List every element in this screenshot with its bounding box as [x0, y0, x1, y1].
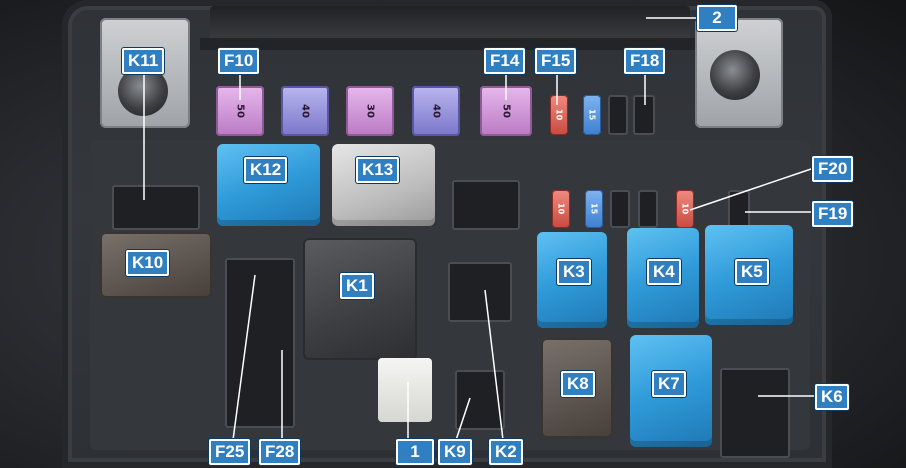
callout-f18: F18	[624, 48, 666, 74]
fuse-f15: 10	[550, 95, 568, 135]
leader-k9	[455, 397, 471, 441]
callout-k2: K2	[489, 439, 523, 465]
fuse-f11: 40	[281, 86, 329, 136]
fuse-f16-rating: 15	[587, 109, 597, 121]
callout-k7: K7	[652, 371, 686, 397]
fuse-slot-row2-c	[610, 190, 630, 228]
relay-socket-k2	[448, 262, 512, 322]
fuse-f10-rating: 50	[234, 104, 246, 118]
callout-f28: F28	[259, 439, 301, 465]
fuse-f14-rating: 50	[500, 104, 512, 118]
callout-f14: F14	[484, 48, 526, 74]
callout-k11: K11	[122, 48, 165, 74]
callout-f19: F19	[812, 201, 854, 227]
callout-k1: K1	[340, 273, 374, 299]
callout-f15: F15	[535, 48, 577, 74]
socket-upper-middle	[452, 180, 520, 230]
fuse-f13-rating: 40	[430, 104, 442, 118]
fuse-row2-a: 10	[552, 190, 570, 228]
callout-f10: F10	[218, 48, 260, 74]
callout-1: 1	[396, 439, 434, 465]
callout-k6: K6	[815, 384, 849, 410]
right-terminal-nut	[710, 50, 760, 100]
clip-part-1	[378, 358, 432, 422]
relay-socket-k11	[112, 185, 200, 230]
top-rail-shadow	[200, 38, 700, 50]
left-terminal-nut	[118, 66, 168, 116]
fuse-f16: 15	[583, 95, 601, 135]
fuse-f20-rating: 10	[680, 203, 690, 215]
fuse-row2-a-rating: 10	[556, 203, 566, 215]
fuse-strip-f25-f28	[225, 258, 295, 428]
top-busbar-rail	[210, 6, 690, 40]
relay-socket-k6	[720, 368, 790, 458]
callout-f20: F20	[812, 156, 854, 182]
fuse-row2-b: 15	[585, 190, 603, 228]
callout-k12: K12	[244, 157, 288, 183]
callout-f25: F25	[209, 439, 251, 465]
fuse-f15-rating: 10	[554, 109, 564, 121]
fuse-slot-row2-d	[638, 190, 658, 228]
leader-k2	[484, 289, 504, 441]
callout-k8: K8	[561, 371, 595, 397]
fuse-slot-f17	[608, 95, 628, 135]
fuse-f12: 30	[346, 86, 394, 136]
callout-k10: K10	[126, 250, 170, 276]
fuse-slot-f18	[633, 95, 655, 135]
fuse-f13: 40	[412, 86, 460, 136]
callout-k13: K13	[356, 157, 400, 183]
fuse-f12-rating: 30	[364, 104, 376, 118]
callout-k5: K5	[735, 259, 769, 285]
fuse-f11-rating: 40	[299, 104, 311, 118]
leader-f20	[689, 167, 815, 211]
fuse-f20: 10	[676, 190, 694, 228]
callout-k4: K4	[647, 259, 681, 285]
callout-k3: K3	[557, 259, 591, 285]
relay-k1	[303, 238, 417, 360]
callout-2: 2	[697, 5, 737, 31]
fuse-row2-b-rating: 15	[589, 203, 599, 215]
leader-f25	[232, 274, 256, 441]
callout-k9: K9	[438, 439, 472, 465]
